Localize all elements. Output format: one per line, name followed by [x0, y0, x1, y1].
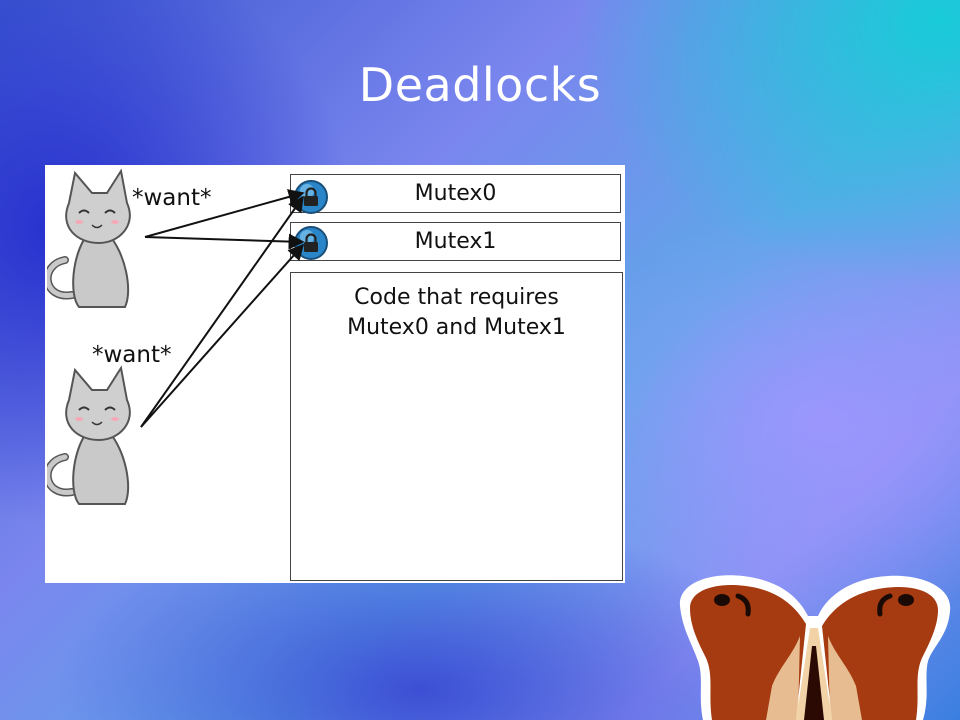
slide-title: Deadlocks [358, 58, 602, 112]
mutex0-label: Mutex0 [414, 181, 497, 206]
cat-thread-a [47, 168, 131, 308]
mutex0-box: Mutex0 [290, 174, 621, 213]
critical-section-box: Code that requires Mutex0 and Mutex1 [290, 272, 623, 581]
code-text-line-2: Mutex0 and Mutex1 [347, 315, 566, 340]
want-label-b: *want* [92, 342, 172, 368]
arrow-cat-a-to-mutex0 [144, 189, 305, 238]
arrow-cat-b-to-mutex1 [140, 243, 305, 428]
moth-mascot-illustration [679, 575, 951, 720]
arrow-cat-b-to-mutex0 [140, 195, 304, 428]
request-arrows [140, 189, 305, 428]
cat-thread-b [47, 365, 131, 505]
arrow-cat-a-to-mutex1 [144, 233, 305, 250]
mutex1-box: Mutex1 [290, 222, 621, 261]
mutex1-label: Mutex1 [414, 229, 497, 254]
want-label-a: *want* [132, 185, 212, 211]
deadlock-diagram: *want* *want* Mutex0 Mutex1 Code that re… [45, 165, 625, 583]
code-text-line-1: Code that requires [354, 285, 559, 310]
